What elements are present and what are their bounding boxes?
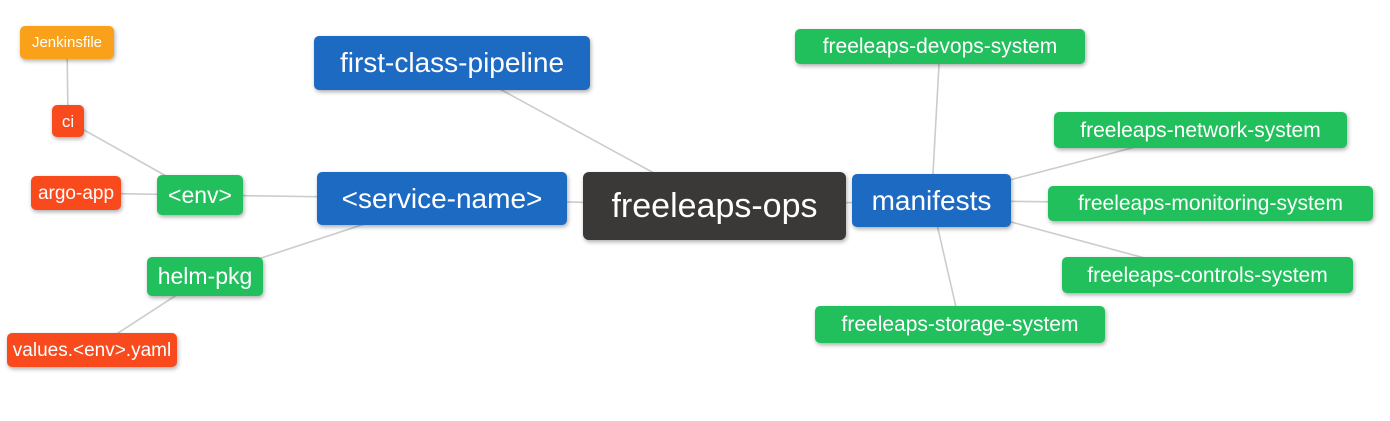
node-freeleaps-storage-system[interactable]: freeleaps-storage-system	[815, 306, 1105, 343]
node-argo-app[interactable]: argo-app	[31, 176, 121, 210]
node-values-env-yaml[interactable]: values.<env>.yaml	[7, 333, 177, 367]
node-manifests[interactable]: manifests	[852, 174, 1011, 227]
node-freeleaps-ops[interactable]: freeleaps-ops	[583, 172, 846, 240]
node-jenkinsfile[interactable]: Jenkinsfile	[20, 26, 114, 59]
node-helm-pkg[interactable]: helm-pkg	[147, 257, 263, 296]
node-service-name[interactable]: <service-name>	[317, 172, 567, 225]
node-freeleaps-network-system[interactable]: freeleaps-network-system	[1054, 112, 1347, 148]
node-freeleaps-devops-system[interactable]: freeleaps-devops-system	[795, 29, 1085, 64]
node-freeleaps-monitoring-system[interactable]: freeleaps-monitoring-system	[1048, 186, 1373, 221]
node-freeleaps-controls-system[interactable]: freeleaps-controls-system	[1062, 257, 1353, 293]
node-first-class-pipeline[interactable]: first-class-pipeline	[314, 36, 590, 90]
node-ci[interactable]: ci	[52, 105, 84, 137]
node-env[interactable]: <env>	[157, 175, 243, 215]
